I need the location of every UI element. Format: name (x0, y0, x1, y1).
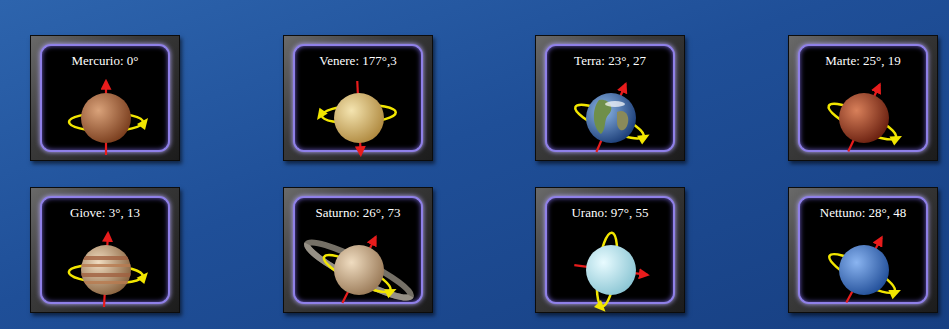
planet-tile: Nettuno: 28°, 48 (788, 187, 938, 313)
planet-label: Mercurio: 0° (72, 36, 139, 69)
planet-tile: Urano: 97°, 55 (535, 187, 685, 313)
planet-label: Terra: 23°, 27 (574, 36, 646, 69)
planet-label: Urano: 97°, 55 (571, 188, 648, 221)
planet-tile: Venere: 177°,3 (283, 35, 433, 161)
planet-label: Giove: 3°, 13 (70, 188, 140, 221)
planet-label: Nettuno: 28°, 48 (820, 188, 906, 221)
planet-label: Marte: 25°, 19 (825, 36, 901, 69)
planet-label: Venere: 177°,3 (319, 36, 396, 69)
planet-tile: Marte: 25°, 19 (788, 35, 938, 161)
planet-tile: Saturno: 26°, 73 (283, 187, 433, 313)
planet-tile: Giove: 3°, 13 (30, 187, 180, 313)
planet-label: Saturno: 26°, 73 (315, 188, 400, 221)
planet-tile: Terra: 23°, 27 (535, 35, 685, 161)
planet-tile: Mercurio: 0° (30, 35, 180, 161)
